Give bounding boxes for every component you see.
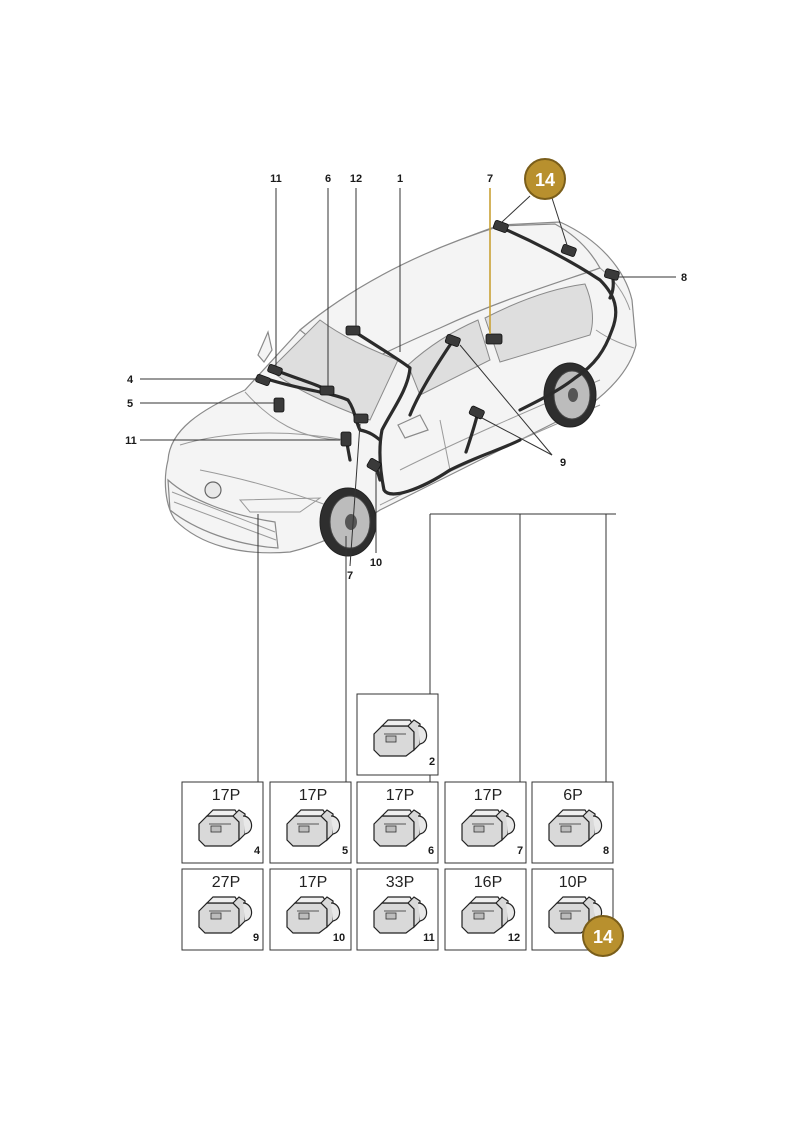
connector-box-6-number: 6 — [428, 845, 434, 857]
callout-5-left: 5 — [127, 398, 133, 410]
callout-11-top: 11 — [270, 173, 282, 185]
connector-box-14: 10P — [531, 868, 614, 951]
connector-box-14-label: 10P — [559, 874, 587, 891]
connector-box-2-number: 2 — [429, 756, 435, 768]
connector-box-9-number: 9 — [253, 932, 259, 944]
callout-11-left: 11 — [125, 435, 137, 447]
connector-box-4-label: 17P — [212, 787, 240, 804]
connector-box-6: 17P 6 — [356, 781, 439, 864]
callout-1-top: 1 — [397, 173, 403, 185]
connector-box-6-label: 17P — [386, 787, 414, 804]
connector-box-8: 6P 8 — [531, 781, 614, 864]
connector-box-11-label: 33P — [386, 874, 414, 891]
connector-box-8-label: 6P — [563, 787, 583, 804]
car-connectors — [255, 220, 620, 472]
connector-box-11: 33P 11 — [356, 868, 439, 951]
badge-14-top-text: 14 — [535, 170, 555, 190]
left-mirror — [257, 330, 273, 363]
rear-wheel — [543, 362, 597, 428]
callout-leaders — [140, 188, 676, 567]
connector-box-12-number: 12 — [508, 932, 520, 944]
callout-7-top: 7 — [487, 173, 493, 185]
callout-7-bottom: 7 — [347, 570, 353, 582]
connector-box-5-number: 5 — [342, 845, 348, 857]
callout-9-right: 9 — [560, 457, 566, 469]
connector-box-10-number: 10 — [333, 932, 345, 944]
connector-box-10: 17P 10 — [269, 868, 352, 951]
connector-box-4: 17P 4 — [181, 781, 264, 864]
connector-box-12-label: 16P — [474, 874, 502, 891]
connector-box-10-label: 17P — [299, 874, 327, 891]
callout-4-left: 4 — [127, 374, 134, 386]
connector-box-7-number: 7 — [517, 845, 523, 857]
brand-logo-icon — [204, 481, 222, 499]
callout-10-bottom: 10 — [370, 557, 382, 569]
front-wheel — [319, 487, 377, 557]
callout-numbers: 11 6 12 1 7 8 4 5 11 9 7 10 — [125, 173, 687, 582]
connector-box-5: 17P 5 — [269, 781, 352, 864]
connector-box-9-label: 27P — [212, 874, 240, 891]
connector-box-7: 17P 7 — [444, 781, 527, 864]
connector-box-4-number: 4 — [254, 845, 261, 857]
connector-box-7-label: 17P — [474, 787, 502, 804]
callout-6-top: 6 — [325, 173, 331, 185]
badge-14-top: 14 — [524, 158, 566, 200]
callout-8-right: 8 — [681, 272, 687, 284]
connector-box-9: 27P 9 — [181, 868, 264, 951]
side-window-rear — [484, 283, 593, 363]
badge-14-bottom-text: 14 — [593, 927, 613, 947]
connector-box-5-label: 17P — [299, 787, 327, 804]
badge-14-bottom: 14 — [582, 915, 624, 957]
car-illustration — [164, 221, 637, 557]
car-roof — [299, 223, 601, 371]
side-mirror — [397, 414, 429, 439]
connector-box-11-number: 11 — [423, 932, 435, 944]
connector-box-8-number: 8 — [603, 845, 609, 857]
callout-12-top: 12 — [350, 173, 362, 185]
connector-box-12: 16P 12 — [444, 868, 527, 951]
connector-box-2: 2 — [356, 693, 439, 776]
